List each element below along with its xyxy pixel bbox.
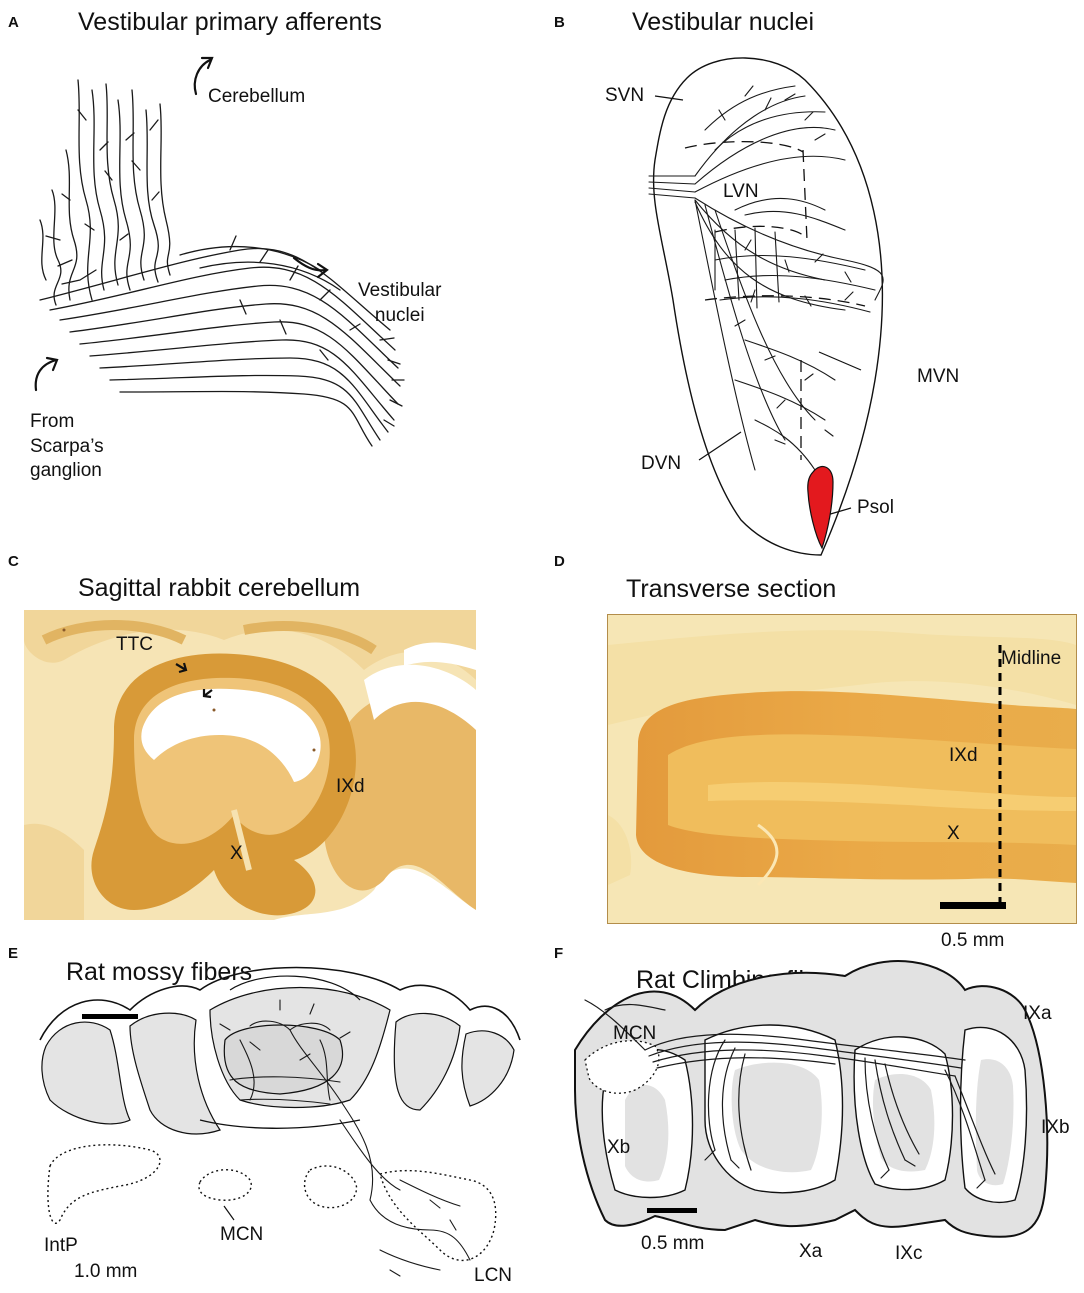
panel-letter: C: [8, 553, 19, 570]
label-ixa: IXa: [1023, 1003, 1052, 1024]
label-cerebellum: Cerebellum: [208, 86, 306, 107]
afferent-fiber-drawing: [34, 56, 405, 447]
panel-b: B Vestibular nuclei: [545, 0, 1084, 560]
sagittal-cerebellum-photo: [24, 610, 476, 920]
label-svn: SVN: [605, 85, 645, 106]
panel-title: Rat mossy fibers: [66, 958, 253, 986]
panel-title: Transverse section: [626, 575, 837, 603]
mossy-fiber-drawing: [39, 966, 521, 1277]
panel-c: C Sagittal rabbit cerebellum: [0, 550, 540, 930]
transverse-section-photo: [607, 614, 1077, 924]
climbing-fiber-drawing: [574, 960, 1049, 1238]
panel-letter: F: [554, 945, 564, 962]
label-psol: Psol: [857, 497, 894, 518]
scale-bar-label: 0.5 mm: [641, 1233, 705, 1254]
label-vestibular-nuclei: Vestibular nuclei: [358, 280, 442, 326]
psol-region: [807, 465, 834, 550]
label-lvn: LVN: [723, 181, 759, 202]
label-ixb: IXb: [1041, 1117, 1070, 1138]
scale-bar-label: 1.0 mm: [74, 1261, 138, 1282]
scale-bar: [647, 1208, 697, 1213]
panel-letter: A: [8, 14, 19, 31]
panel-letter: B: [554, 14, 565, 31]
panel-e: E Rat mossy fibers: [0, 930, 540, 1293]
scale-bar: [940, 902, 1006, 909]
panel-f: F Rat Climbing fibers MCN: [545, 930, 1084, 1293]
label-ixd: IXd: [949, 745, 978, 766]
label-mcn: MCN: [220, 1224, 264, 1245]
label-midline: Midline: [1001, 648, 1062, 669]
panel-a: A Vestibular primary afferents: [0, 0, 540, 520]
panel-letter: D: [554, 553, 565, 570]
label-xb: Xb: [607, 1137, 631, 1158]
label-ixd: IXd: [336, 776, 365, 797]
label-x: X: [230, 843, 243, 864]
panel-d: D Transverse section Midline IXd X: [545, 550, 1084, 960]
label-mcn: MCN: [613, 1023, 657, 1044]
vestibular-nuclei-drawing: [648, 57, 884, 556]
label-ttc: TTC: [116, 634, 153, 655]
scale-bar-label: 0.5 mm: [941, 930, 1005, 951]
label-lcn: LCN: [474, 1265, 513, 1286]
label-xa: Xa: [799, 1241, 823, 1262]
panel-title: Sagittal rabbit cerebellum: [78, 574, 361, 602]
panel-title: Vestibular primary afferents: [78, 8, 382, 36]
label-mvn: MVN: [917, 366, 960, 387]
label-ixc: IXc: [895, 1243, 923, 1264]
label-dvn: DVN: [641, 453, 682, 474]
label-from-scarpas-ganglion: From Scarpa’s ganglion: [30, 411, 104, 482]
panel-letter: E: [8, 945, 19, 962]
scale-bar: [82, 1014, 138, 1019]
label-x: X: [947, 823, 960, 844]
panel-title: Vestibular nuclei: [632, 8, 815, 36]
label-intp: IntP: [44, 1235, 78, 1256]
